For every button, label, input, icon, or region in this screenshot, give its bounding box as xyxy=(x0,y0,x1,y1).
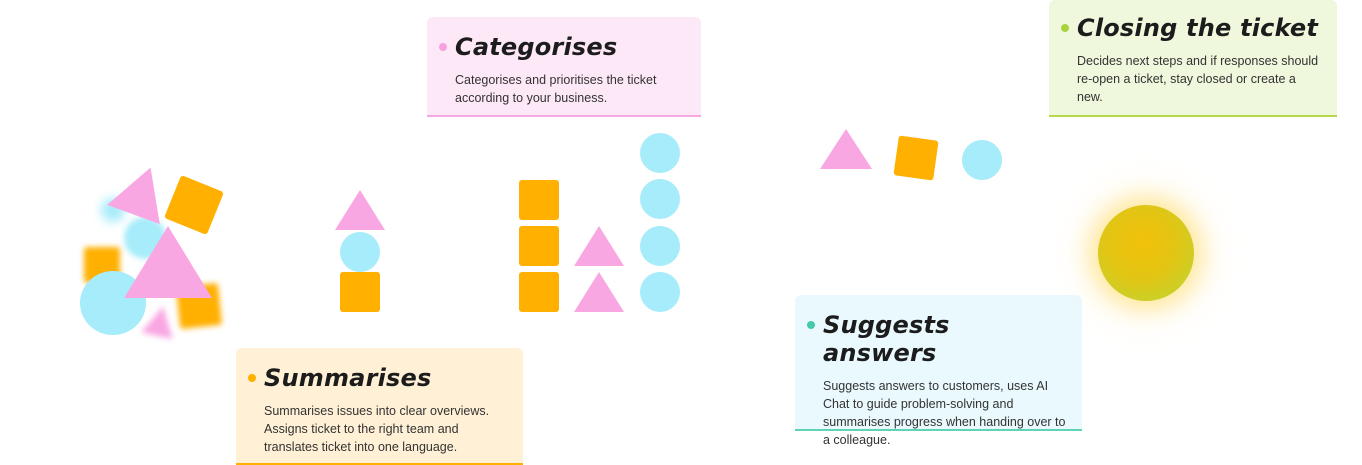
circle-shape xyxy=(340,232,380,272)
circle-shape xyxy=(101,198,125,222)
bullet-dot xyxy=(1061,24,1069,32)
bullet-dot xyxy=(807,321,815,329)
card-description: Summarises issues into clear overviews. … xyxy=(264,404,490,454)
triangle-shape xyxy=(124,226,212,298)
square-shape xyxy=(519,180,559,220)
square-shape xyxy=(519,272,559,312)
circle-shape xyxy=(640,272,680,312)
circle-shape xyxy=(640,133,680,173)
triangle-shape xyxy=(574,226,624,266)
card-closing-ticket: Closing the ticket Decides next steps an… xyxy=(1049,0,1337,117)
circle-shape xyxy=(640,226,680,266)
card-description: Suggests answers to customers, uses AI C… xyxy=(823,379,1066,447)
card-suggests-answers: Suggests answers Suggests answers to cus… xyxy=(795,295,1082,447)
card-title: Categorises xyxy=(455,33,618,61)
triangle-shape xyxy=(141,303,179,339)
square-shape xyxy=(893,135,939,181)
card-categorises: Categorises Categorises and prioritises … xyxy=(427,17,701,117)
triangle-shape xyxy=(335,190,385,230)
card-summarises: Summarises Summarises issues into clear … xyxy=(236,348,523,465)
card-description: Categorises and prioritises the ticket a… xyxy=(455,73,657,105)
card-description: Decides next steps and if responses shou… xyxy=(1077,54,1319,104)
bullet-dot xyxy=(248,374,256,382)
triangle-shape xyxy=(820,129,872,169)
square-shape xyxy=(519,226,559,266)
bullet-dot xyxy=(439,43,447,51)
card-title: Suggests answers xyxy=(823,311,950,367)
square-shape xyxy=(340,272,380,312)
triangle-shape xyxy=(574,272,624,312)
resolved-orb xyxy=(1098,205,1194,301)
circle-shape xyxy=(962,140,1002,180)
circle-shape xyxy=(640,179,680,219)
card-title: Summarises xyxy=(264,364,432,392)
card-title: Closing the ticket xyxy=(1077,14,1319,42)
